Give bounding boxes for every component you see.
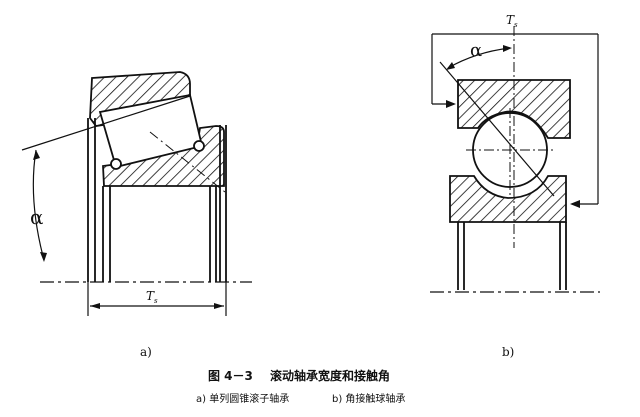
angular-contact-ball-bearing-drawing xyxy=(430,26,600,293)
right-width-t: T xyxy=(506,13,515,27)
left-width-t: T xyxy=(146,289,155,303)
panel-label-b: b) xyxy=(502,345,514,359)
right-width-symbol: Ts xyxy=(506,13,518,29)
caption-number: 图 4－3 xyxy=(208,369,253,383)
subcaption-a: a) 单列圆锥滚子轴承 xyxy=(196,392,289,405)
left-width-symbol: Ts xyxy=(146,289,158,305)
caption-title: 滚动轴承宽度和接触角 xyxy=(270,368,390,383)
right-angle-symbol: α xyxy=(470,40,482,61)
tapered-roller-bearing-drawing xyxy=(21,71,252,316)
left-angle-symbol: α xyxy=(30,205,44,229)
left-width-sub: s xyxy=(154,297,158,305)
panel-label-a: a) xyxy=(140,345,152,359)
right-width-sub: s xyxy=(514,21,518,29)
subcaption-b: b) 角接触球轴承 xyxy=(332,392,405,405)
